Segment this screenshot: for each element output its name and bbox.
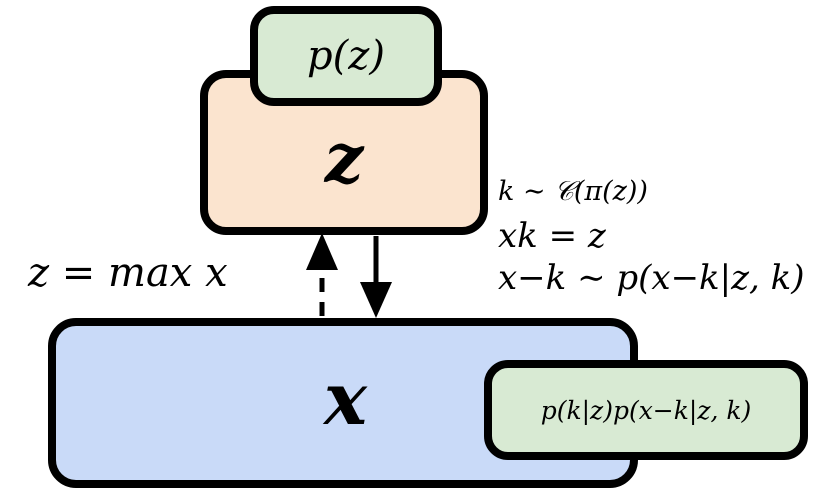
prior-box: p(z) (250, 6, 442, 106)
generative-step-2: xk = z (498, 216, 606, 256)
observed-x-label: x (324, 356, 367, 441)
generative-step-1: k ∼ 𝒞(π(z)) (498, 176, 648, 207)
latent-z-label: z (324, 118, 364, 199)
prior-label: p(z) (307, 33, 385, 79)
conditional-box: p(k|z)p(x−k|z, k) (484, 360, 808, 460)
generative-step-3: x−k ∼ p(x−k|z, k) (498, 258, 805, 298)
dashed-up-arrow-icon (306, 233, 338, 316)
inference-label: z = max x (28, 250, 228, 296)
solid-down-arrow-icon (360, 236, 392, 318)
conditional-label: p(k|z)p(x−k|z, k) (540, 395, 752, 425)
